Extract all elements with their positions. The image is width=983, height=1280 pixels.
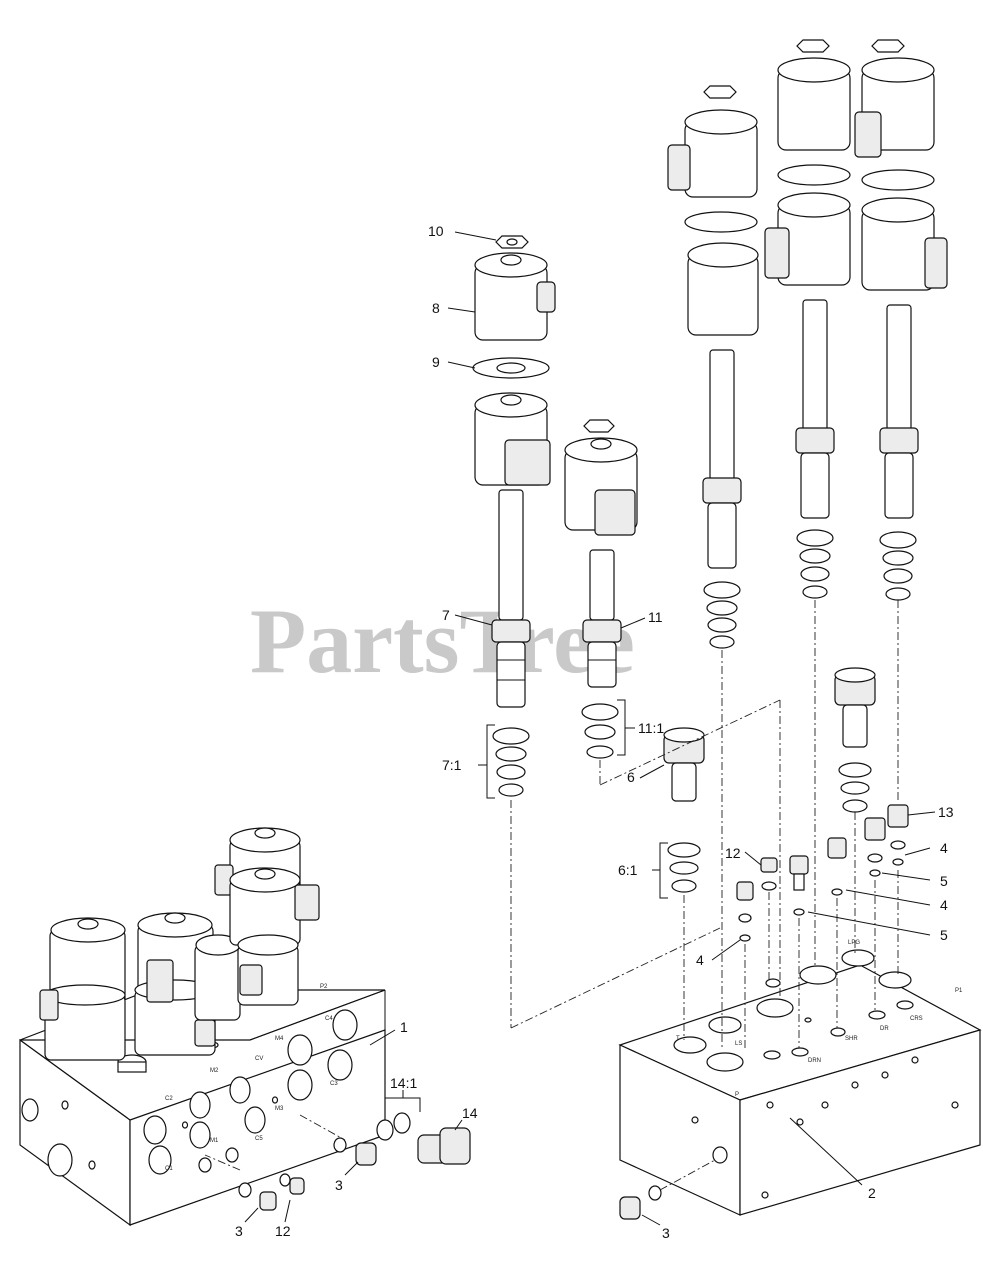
callout-1: 1 xyxy=(400,1019,408,1035)
svg-text:LPG: LPG xyxy=(848,940,860,946)
svg-text:C2: C2 xyxy=(165,1096,173,1102)
callout-2: 2 xyxy=(868,1185,876,1201)
callout-8: 8 xyxy=(432,300,440,316)
manifold-block-front-face xyxy=(739,1029,981,1216)
callout-7: 7 xyxy=(442,607,450,623)
callout-4-b: 4 xyxy=(940,897,948,913)
svg-text:P1: P1 xyxy=(955,988,963,994)
svg-text:T: T xyxy=(676,1036,680,1042)
svg-text:C3: C3 xyxy=(330,1081,338,1087)
right-port-marks: T P LS DRN SHR DR CRS LPG P1 xyxy=(676,940,963,1098)
callout-13: 13 xyxy=(938,804,954,820)
callout-3-c: 3 xyxy=(662,1225,670,1241)
svg-text:CRS: CRS xyxy=(910,1016,923,1022)
callout-14-1: 14:1 xyxy=(390,1075,417,1091)
assembly-dashed-lines xyxy=(510,600,899,1191)
watermark: PartsTree xyxy=(250,590,635,692)
assembled-coil-5 xyxy=(229,867,320,1006)
callout-12-a: 12 xyxy=(725,845,741,861)
svg-text:M1: M1 xyxy=(210,1138,219,1144)
plug-3-bottom xyxy=(619,1185,662,1220)
svg-text:CV: CV xyxy=(255,1056,263,1062)
callout-5-b: 5 xyxy=(940,927,948,943)
svg-text:SHR: SHR xyxy=(845,1036,858,1042)
exploded-valve-11 xyxy=(564,419,638,759)
exploded-valve-stack-b xyxy=(764,39,851,599)
svg-text:C4: C4 xyxy=(325,1016,333,1022)
svg-text:C1: C1 xyxy=(165,1166,173,1172)
callout-6: 6 xyxy=(627,769,635,785)
callout-7-1: 7:1 xyxy=(442,757,462,773)
relief-cartridge-right xyxy=(834,667,876,813)
svg-text:M4: M4 xyxy=(275,1036,284,1042)
callout-11: 11 xyxy=(648,609,663,625)
svg-text:P2: P2 xyxy=(320,984,328,990)
svg-text:LS: LS xyxy=(735,1041,742,1047)
svg-text:DRN: DRN xyxy=(808,1058,821,1064)
callout-6-1: 6:1 xyxy=(618,862,638,878)
svg-text:M2: M2 xyxy=(210,1068,219,1074)
callout-4-a: 4 xyxy=(940,840,948,856)
manifold-assembly-left: C2 M2 CV M4 C4 C3 M3 C5 M1 C1 P2 xyxy=(19,827,471,1227)
callout-leaders xyxy=(244,231,936,1226)
callout-4-c: 4 xyxy=(696,952,704,968)
callout-10: 10 xyxy=(428,223,444,239)
assembled-coil-3 xyxy=(194,934,241,1021)
callout-12-b: 12 xyxy=(275,1223,291,1239)
exploded-valve-stack-a xyxy=(667,85,759,649)
callout-11-1: 11:1 xyxy=(638,720,664,736)
callout-3-b: 3 xyxy=(235,1223,243,1239)
left-port-marks: C2 M2 CV M4 C4 C3 M3 C5 M1 C1 P2 xyxy=(165,984,338,1172)
relief-cartridge-6 xyxy=(663,727,705,893)
exploded-valve-stack-c xyxy=(854,39,948,601)
callout-labels: 10 8 9 7 11 11:1 7:1 6 6:1 12 13 4 5 4 5… xyxy=(235,223,954,1241)
loose-plugs-left xyxy=(204,1112,471,1211)
callout-14: 14 xyxy=(462,1105,478,1121)
callout-9: 9 xyxy=(432,354,440,370)
small-plugs-right xyxy=(736,804,909,942)
manifold-left-face xyxy=(19,1038,131,1227)
svg-text:M3: M3 xyxy=(275,1106,284,1112)
svg-text:DR: DR xyxy=(880,1026,889,1032)
assembled-coil-1 xyxy=(39,917,126,1061)
manifold-block-2: T P LS DRN SHR DR CRS LPG P1 xyxy=(618,940,982,1216)
svg-text:P: P xyxy=(735,1092,739,1098)
svg-text:C5: C5 xyxy=(255,1136,263,1142)
callout-5-a: 5 xyxy=(940,873,948,889)
exploded-valve-7 xyxy=(472,235,556,797)
callout-3-a: 3 xyxy=(335,1177,343,1193)
